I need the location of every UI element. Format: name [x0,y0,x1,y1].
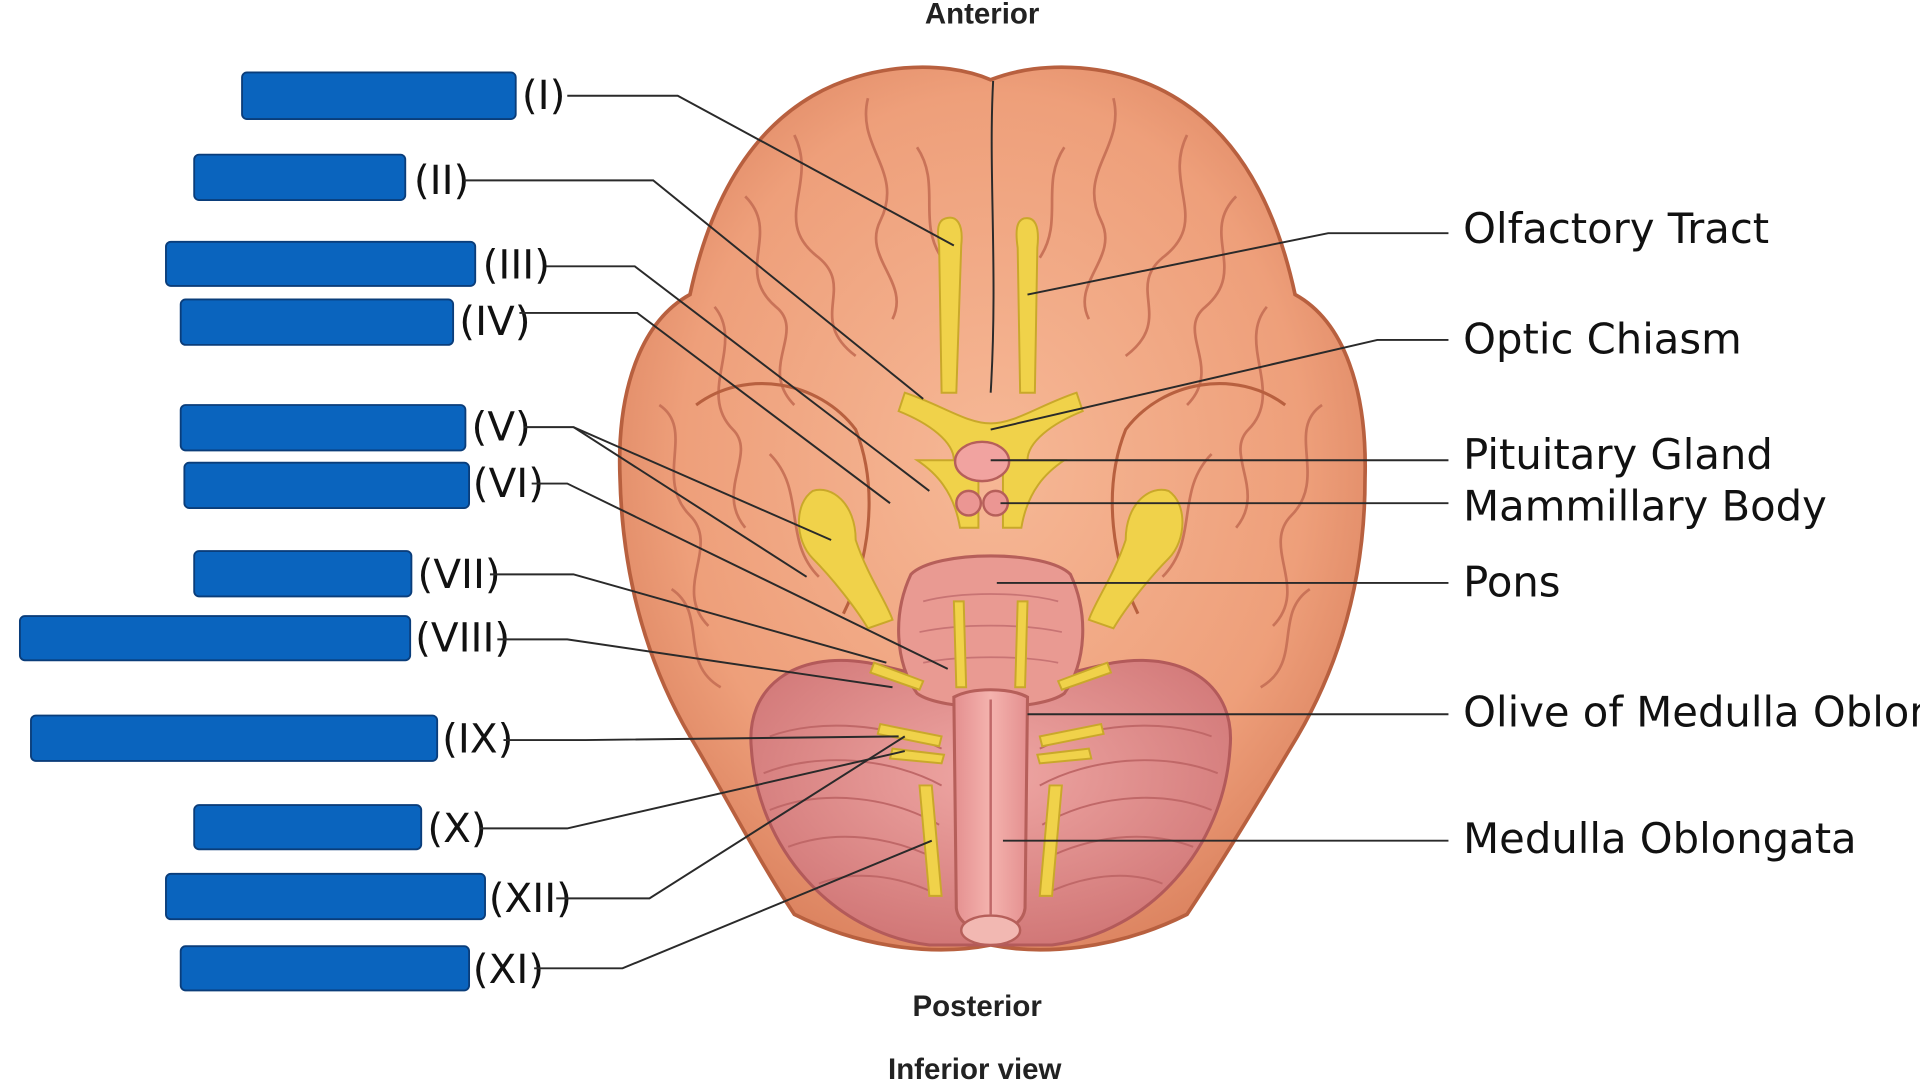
numeral-iii: (III) [483,241,550,289]
leader-xii [556,735,906,900]
leader-x [480,750,905,830]
numeral-v: (V) [472,403,531,451]
answer-box-xii[interactable] [165,872,486,921]
view-caption: Inferior view [888,1053,1062,1080]
leader-v-b [572,426,808,578]
answer-box-i[interactable] [241,71,517,120]
numeral-ix: (IX) [442,714,513,762]
leader-olfactory-tract [1027,232,1449,296]
leader-optic-chiasm [990,338,1449,431]
leader-iv [519,311,891,504]
left-leader-lines [464,94,955,970]
anterior-label: Anterior [925,0,1040,30]
gyri-texture [658,97,1323,689]
structure-labels: Olfactory Tract Optic Chiasm Pituitary G… [1463,204,1920,863]
mammillary-body-left [955,489,983,517]
posterior-label: Posterior [913,990,1043,1023]
label-olive-of-medulla-oblongata: Olive of Medulla Oblongata [1463,688,1920,737]
numeral-vii: (VII) [418,550,501,598]
label-optic-chiasm: Optic Chiasm [1463,314,1742,363]
right-leader-lines [990,232,1449,842]
leader-vii [489,573,887,664]
numeral-i: (I) [522,71,566,119]
answer-box-iv[interactable] [179,298,455,346]
answer-box-x[interactable] [193,804,423,851]
answer-box-viii[interactable] [18,615,412,662]
leader-xi [534,839,933,970]
answer-box-vi[interactable] [183,461,471,510]
leader-iii [546,265,930,492]
pons [897,554,1085,709]
label-pons: Pons [1463,557,1560,606]
label-medulla-oblongata: Medulla Oblongata [1463,814,1856,863]
nerve-numerals: (I) (II) (III) (IV) (V) (VI) (VII) (VIII… [414,71,572,993]
cranial-nerves-bundle [797,216,1184,897]
numeral-x: (X) [427,804,486,852]
answer-box-v[interactable] [179,404,467,452]
numeral-iv: (IV) [459,297,530,345]
answer-boxes [18,71,517,992]
answer-box-xi[interactable] [179,945,471,992]
leader-viii [497,638,893,689]
leader-ix [503,735,899,742]
leader-i [567,94,955,247]
numeral-xi: (XI) [473,945,544,993]
brain-illustration [617,65,1367,952]
answer-box-vii[interactable] [193,550,413,598]
label-pituitary-gland: Pituitary Gland [1463,430,1773,479]
leader-ii [464,179,924,400]
answer-box-ii[interactable] [193,153,407,201]
label-mammillary-body: Mammillary Body [1463,481,1827,530]
answer-box-ix[interactable] [30,714,439,762]
numeral-viii: (VIII) [415,614,510,662]
pituitary-gland [953,440,1011,483]
label-olfactory-tract: Olfactory Tract [1463,204,1769,253]
answer-box-iii[interactable] [165,240,477,287]
numeral-ii: (II) [414,156,470,204]
leader-vi [531,482,949,670]
